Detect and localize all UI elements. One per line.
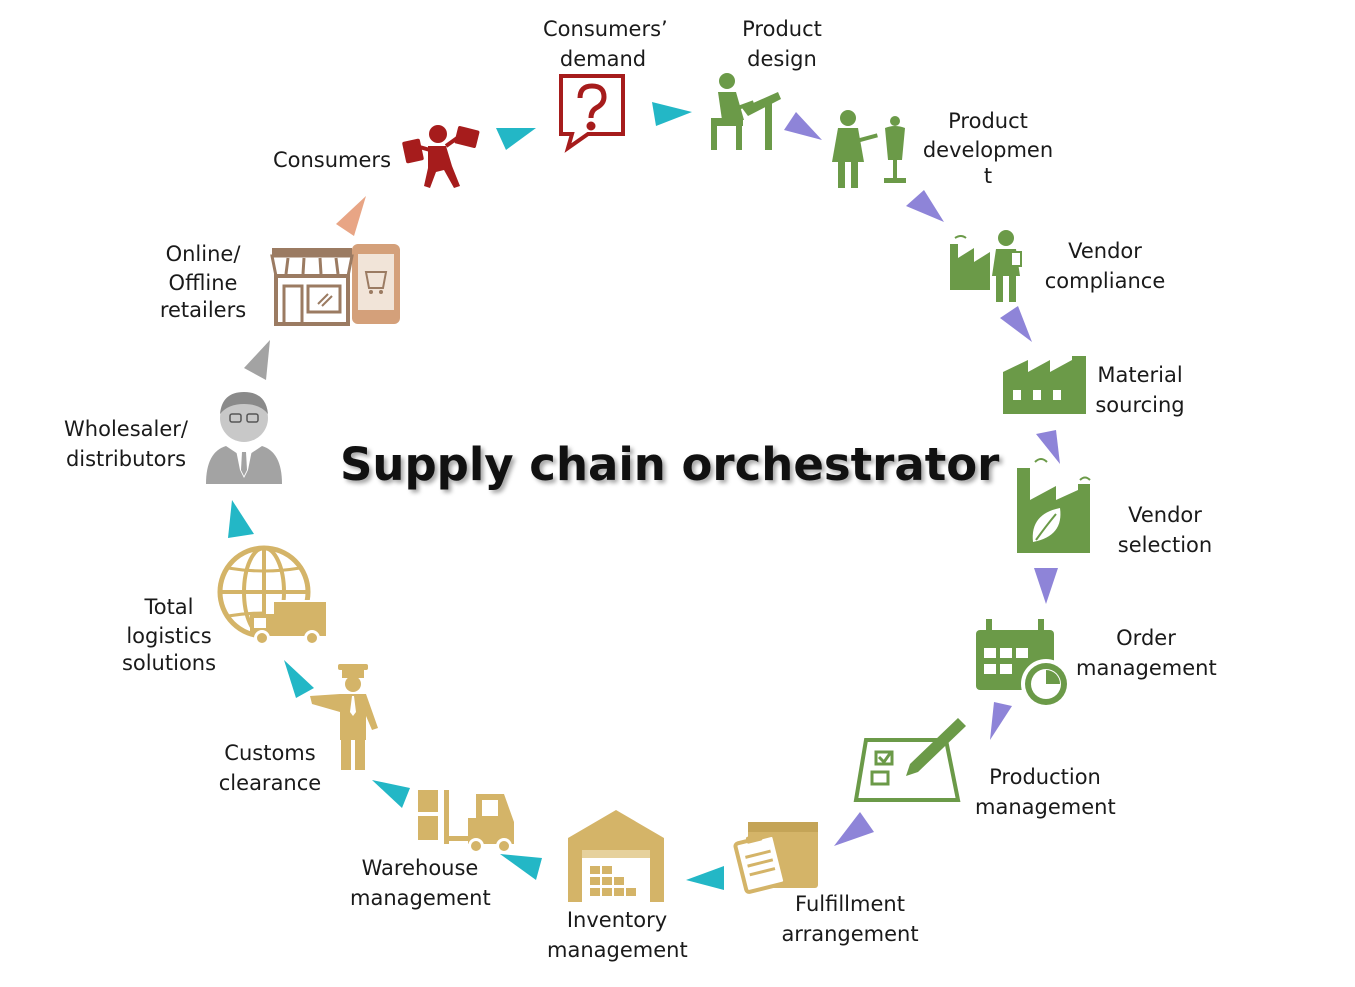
diagram-title: Supply chain orchestrator [340,438,1000,491]
arrow-selection-to-order [1034,568,1058,604]
arrow-production-to-fulfillment [834,812,874,846]
customs-officer-icon [310,664,378,770]
stage-label-wholesaler-distributors: Wholesaler/distributors [64,417,188,471]
arrow-order-to-production [990,702,1012,740]
question-bubble-icon [559,74,625,153]
forklift-icon [418,790,514,854]
globe-truck-icon [217,545,328,646]
arrow-consumers-to-demand [496,128,536,150]
stage-label-consumers: Consumers [272,148,392,172]
arrow-development-to-compliance [906,190,944,222]
arrow-wholesaler-to-retailers [244,340,270,380]
calendar-clock-icon [976,619,1071,709]
arrow-compliance-to-sourcing [1000,306,1032,342]
box-clipboard-icon [733,822,818,894]
arrow-inventory-to-warehouse [500,854,542,880]
arrow-warehouse-to-customs [372,780,410,808]
warehouse-icon [568,810,664,902]
factory-icon [1003,356,1086,414]
factory-inspector-icon [950,230,1022,302]
eco-factory-icon [1017,458,1091,553]
shopper-icon [402,125,480,188]
arrow-customs-to-logistics [284,660,314,698]
arrow-logistics-to-wholesaler [228,500,254,538]
designer-desk-icon [711,73,781,150]
tailor-mannequin-icon [832,110,906,188]
arrow-demand-to-design [652,102,692,126]
flow-arrows [228,102,1060,890]
arrow-retailers-to-consumers [336,196,366,236]
arrow-fulfillment-to-inventory [686,866,724,890]
arrow-design-to-development [784,112,822,140]
stage-label-consumers-demand: Consumers’demand [543,17,668,71]
businessman-icon [206,392,282,484]
arrow-sourcing-to-selection [1036,430,1060,464]
store-mobile-icon [270,244,400,326]
checklist-pencil-icon [853,718,966,802]
